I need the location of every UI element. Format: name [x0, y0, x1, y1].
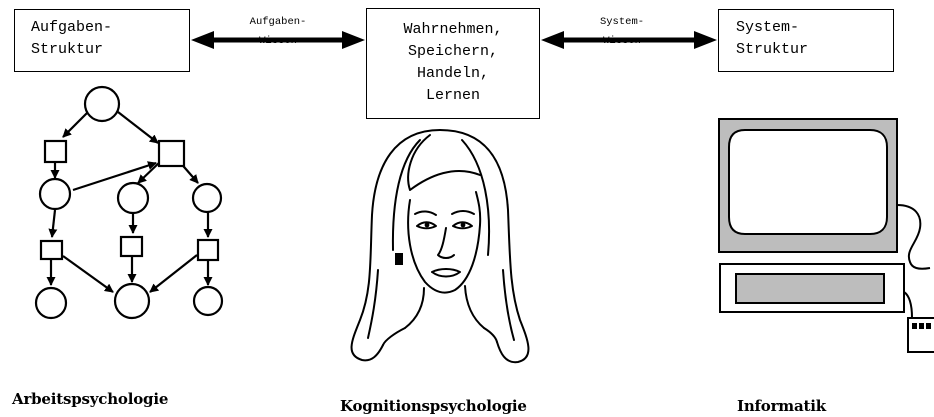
caption-arbeitspsychologie: Arbeitspsychologie	[12, 390, 168, 408]
caption-kognitionspsychologie: Kognitionspsychologie	[340, 397, 527, 415]
caption-informatik: Informatik	[737, 397, 826, 415]
